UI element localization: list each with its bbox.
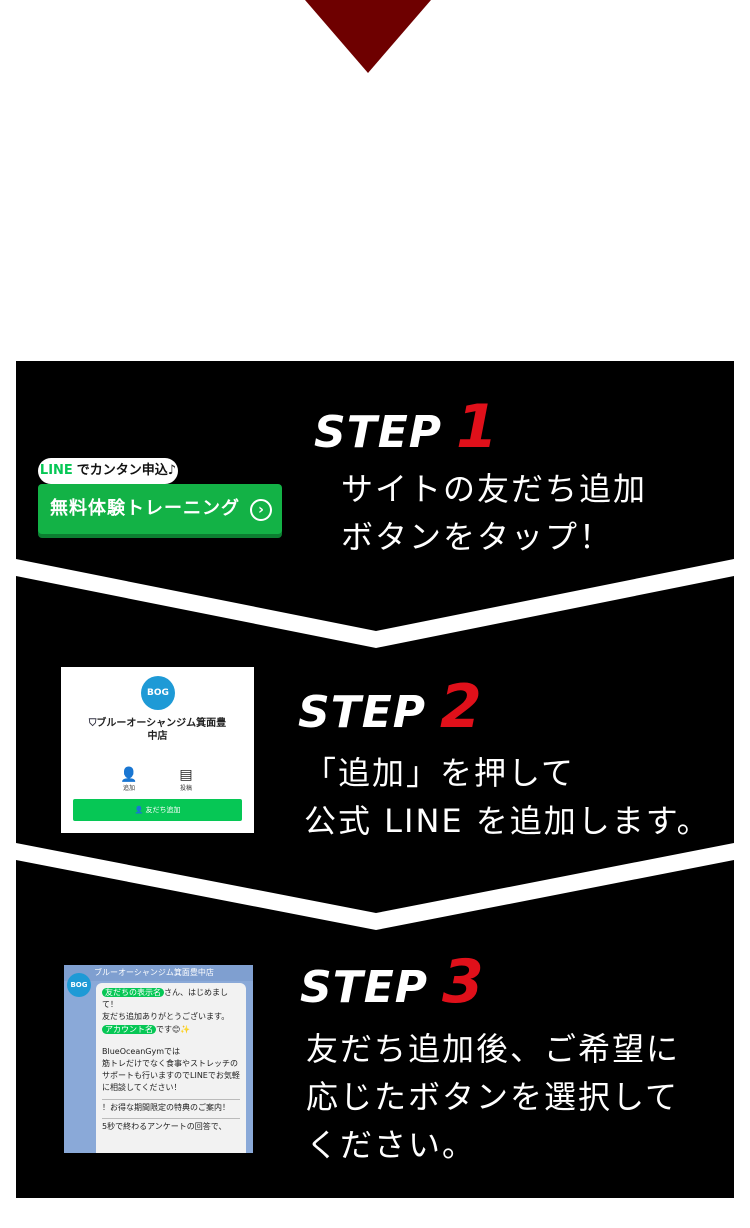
chat-line: さん、はじめまして！	[102, 988, 228, 1010]
chat-line: サポートも行いますのでLINEでお気軽	[102, 1071, 240, 1081]
step2-text-line: 「追加」を押して	[304, 754, 576, 792]
friend-name-pill: 友だちの表示名	[102, 988, 164, 997]
step1-text-line: サイトの友だち追加	[341, 470, 648, 508]
step1-label: STEP	[314, 407, 443, 458]
account-name-line: ブルーオーシャンジム箕面豊	[96, 718, 227, 729]
chat-divider	[102, 1117, 240, 1119]
step2-number: 2	[440, 672, 483, 742]
post-icon: ▤	[179, 767, 193, 783]
chat-line: ！お得な期間限定の特典のご案内！	[102, 1102, 230, 1112]
chat-line: 5秒で終わるアンケートの回答で、	[102, 1121, 227, 1131]
chat-line: 筋トレだけでなく食事やストレッチの	[102, 1059, 238, 1069]
gym-logo-avatar: BOG	[67, 973, 91, 997]
step1-number: 1	[456, 392, 499, 462]
chat-header: ブルーオーシャンジム箕面豊中店	[64, 965, 253, 981]
step3-text-line: 友だち追加後、ご希望に	[306, 1030, 681, 1068]
chat-divider	[102, 1098, 240, 1100]
step3-text-line: 応じたボタンを選択して	[306, 1078, 680, 1116]
post-action-label: 投稿	[179, 785, 192, 792]
add-user-icon: 👤	[120, 767, 138, 783]
line-bubble-text: でカンタン申込♪	[76, 463, 177, 478]
step3-title: STEP 3	[300, 947, 485, 1017]
step2-text-line: 公式 LINE を追加します。	[304, 802, 711, 840]
line-word: LINE	[39, 463, 73, 478]
step1-title: STEP 1	[314, 392, 499, 462]
chat-line: です😊✨	[156, 1024, 191, 1034]
step3-number: 3	[442, 947, 485, 1017]
account-name-line: 中店	[147, 731, 168, 742]
line-chat-screenshot: ブルーオーシャンジム箕面豊中店 BOG 友だちの表示名さん、はじめまして！ 友だ…	[64, 965, 253, 1153]
person-icon: 👤	[134, 806, 146, 814]
free-trial-button-label: 無料体験トレーニング	[50, 498, 240, 519]
chat-message: 友だちの表示名さん、はじめまして！ 友だち追加ありがとうございます。 アカウント…	[96, 983, 246, 1153]
chevron-right-circle-icon: ›	[250, 499, 272, 521]
line-profile-screenshot: BOG ⛉ブルーオーシャンジム箕面豊 中店 👤 追加 ▤ 投稿 👤 友だち追加	[61, 667, 254, 833]
step2-label: STEP	[298, 687, 427, 738]
step2-title: STEP 2	[298, 672, 483, 742]
account-name-pill: アカウント名	[102, 1024, 156, 1034]
step3-text-line: ください。	[306, 1126, 477, 1164]
chat-line: BlueOceanGymでは	[102, 1046, 181, 1056]
step3-label: STEP	[300, 962, 429, 1013]
shield-icon: ⛉	[88, 718, 97, 729]
post-action[interactable]: ▤ 投稿	[166, 767, 206, 792]
step3-text: 友だち追加後、ご希望に 応じたボタンを選択して ください。	[306, 1025, 680, 1169]
chat-line: に相談してください！	[102, 1083, 182, 1093]
add-friend-button[interactable]: 👤 友だち追加	[73, 799, 242, 821]
step1-text-line: ボタンをタップ！	[341, 518, 614, 556]
add-friend-label: 友だち追加	[145, 806, 181, 814]
account-name: ⛉ブルーオーシャンジム箕面豊 中店	[61, 717, 254, 743]
chat-line: 友だち追加ありがとうございます。	[102, 1012, 230, 1022]
add-action[interactable]: 👤 追加	[109, 767, 149, 792]
step1-text: サイトの友だち追加 ボタンをタップ！	[341, 465, 647, 561]
step2-text: 「追加」を押して 公式 LINE を追加します。	[304, 749, 711, 845]
add-action-label: 追加	[122, 785, 135, 792]
gym-logo-avatar: BOG	[141, 676, 175, 710]
down-arrow-triangle	[305, 0, 431, 73]
free-trial-button[interactable]: 無料体験トレーニング ›	[38, 484, 282, 534]
